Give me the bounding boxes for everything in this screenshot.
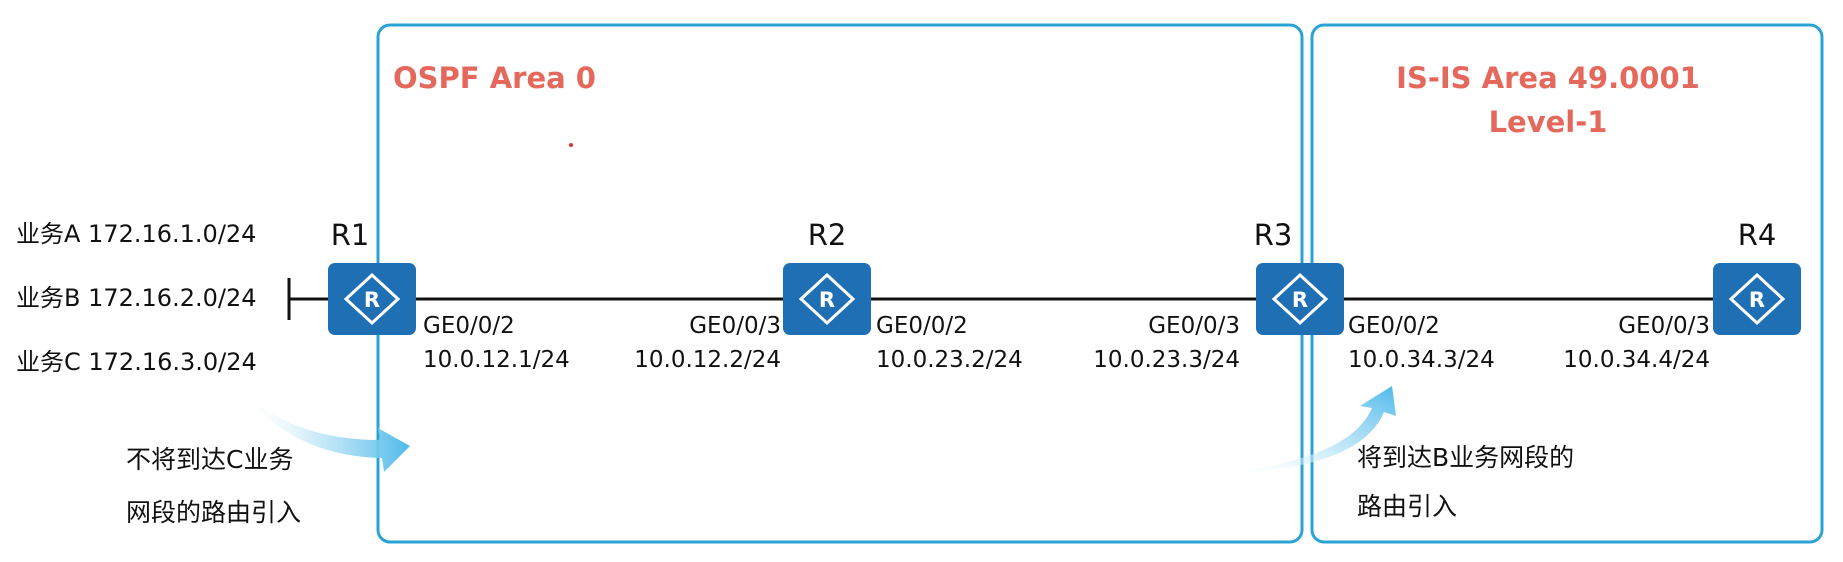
r1-ge002-name: GE0/0/2 [423,313,515,339]
router-icon [326,261,418,337]
r2-ge002-ip: 10.0.23.2/24 [876,347,1023,373]
router-icon [781,261,873,337]
router-icon [1711,261,1803,337]
router-r2-label: R2 [808,218,847,252]
r3-ge002-name: GE0/0/2 [1348,313,1440,339]
router-r4[interactable] [1711,261,1803,337]
r3-ge003-ip: 10.0.23.3/24 [1093,347,1240,373]
r4-ge003-ip: 10.0.34.4/24 [1563,347,1710,373]
router-r2[interactable] [781,261,873,337]
r2-ge002-name: GE0/0/2 [876,313,968,339]
r1-ge002-ip: 10.0.12.1/24 [423,347,570,373]
isis-area-title-line2: Level-1 [1489,105,1608,139]
left-note-line1: 不将到达C业务 [126,445,293,474]
router-r1[interactable] [326,261,418,337]
isis-area-title-line1: IS-IS Area 49.0001 [1396,61,1700,95]
service-a-label: 业务A 172.16.1.0/24 [16,220,256,248]
r2-ge003-ip: 10.0.12.2/24 [634,347,781,373]
r4-ge003-name: GE0/0/3 [1618,313,1710,339]
router-icon [1254,261,1346,337]
r3-ge003-name: GE0/0/3 [1148,313,1240,339]
service-b-label: 业务B 172.16.2.0/24 [16,284,257,312]
r2-ge003-name: GE0/0/3 [689,313,781,339]
r3-ge002-ip: 10.0.34.3/24 [1348,347,1495,373]
ospf-area-title: OSPF Area 0 [393,61,596,95]
right-note-line2: 路由引入 [1357,492,1457,521]
router-r3[interactable] [1254,261,1346,337]
right-note-line1: 将到达B业务网段的 [1357,443,1574,472]
left-note-line2: 网段的路由引入 [126,498,301,527]
import-arrow-left [240,388,410,472]
router-r1-label: R1 [331,218,370,252]
router-r3-label: R3 [1254,218,1293,252]
decorative-dot [569,143,573,147]
router-r4-label: R4 [1738,218,1777,252]
service-c-label: 业务C 172.16.3.0/24 [16,348,257,376]
import-arrow-right [1218,386,1396,474]
